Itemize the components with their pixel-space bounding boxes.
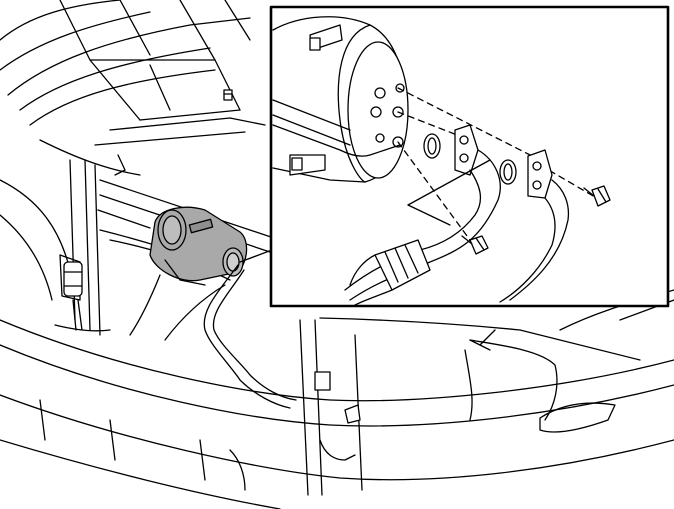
condenser-lines [299, 319, 363, 496]
refrigerant-hoses [129, 264, 297, 409]
leader-line [239, 249, 273, 263]
top-bolt [223, 89, 233, 101]
hose-coupling [349, 239, 431, 306]
hood-opening-outline [0, 0, 266, 146]
inset-compressor-body [272, 16, 409, 183]
discharge-flange [499, 149, 570, 303]
flange-bolt-lower [461, 235, 489, 255]
left-fender [0, 139, 141, 336]
front-bumper [0, 319, 674, 509]
flange-bolt-right [583, 185, 611, 207]
ac-compressor [149, 206, 248, 286]
detail-inset [269, 5, 670, 308]
receiver-drier [63, 261, 83, 331]
pointer-lines [407, 159, 491, 226]
o-ring-seals [423, 133, 517, 185]
